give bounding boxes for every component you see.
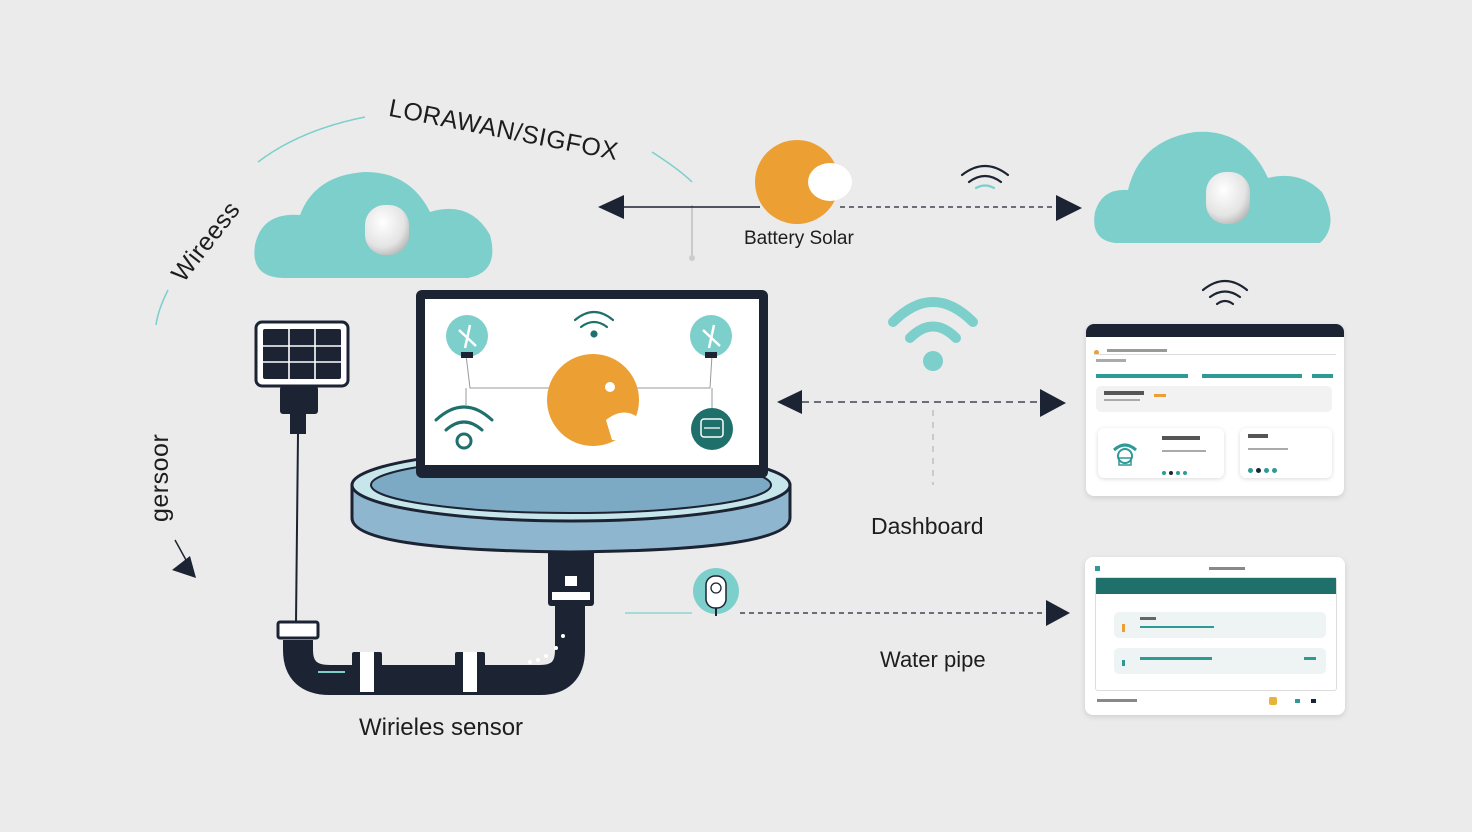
panel-bottom-row2 bbox=[1114, 648, 1326, 674]
bottom-arrow bbox=[625, 600, 1070, 626]
battery-tick-dot bbox=[689, 255, 695, 261]
screen-device-icon bbox=[691, 408, 733, 450]
battery-solar-icon bbox=[755, 140, 852, 224]
panel-top-card-right bbox=[1240, 428, 1332, 478]
battery-solar-label: Battery Solar bbox=[744, 228, 854, 249]
dashboard-panel-bottom bbox=[1085, 557, 1345, 715]
sensor-wire bbox=[295, 433, 299, 623]
panel-top-card-wide bbox=[1096, 386, 1332, 412]
panel-bottom-header bbox=[1096, 578, 1336, 594]
solar-panel-icon bbox=[254, 320, 350, 434]
panel-top-toolbar bbox=[1094, 342, 1334, 355]
water-pipe-icon bbox=[276, 552, 594, 695]
wifi-top-accent bbox=[974, 184, 996, 190]
laptop-screen-content bbox=[465, 354, 713, 410]
panel-top-card-left bbox=[1098, 428, 1224, 478]
screen-bulb-left-icon bbox=[446, 315, 488, 358]
panel-bottom-top-row bbox=[1095, 565, 1335, 573]
wireless-sensor-label: Wirieles sensor bbox=[359, 714, 524, 741]
wifi-top-icon bbox=[960, 164, 1010, 184]
sensor-label: gersoor bbox=[146, 433, 174, 522]
meter-sensor-icon bbox=[693, 568, 739, 616]
panel-bottom-frame bbox=[1095, 577, 1337, 691]
arc-arrow-icon bbox=[172, 539, 196, 578]
panel-bottom-row1 bbox=[1114, 612, 1326, 638]
cloud-right-icon bbox=[1094, 131, 1331, 243]
dashboard-label: Dashboard bbox=[871, 513, 984, 539]
wireless-arc bbox=[155, 116, 693, 326]
wifi-big-icon bbox=[888, 297, 978, 343]
dashboard-panel-top bbox=[1086, 324, 1344, 496]
screen-wifi-left-icon bbox=[434, 405, 494, 450]
panel-top-header bbox=[1086, 324, 1344, 337]
screen-bulb-right-icon bbox=[690, 315, 732, 358]
panel-top-progress bbox=[1096, 374, 1333, 378]
wifi-big-dot bbox=[923, 351, 943, 371]
water-pipe-label: Water pipe bbox=[880, 647, 986, 672]
wifi-right-icon bbox=[1201, 279, 1249, 306]
screen-wifi-top-icon bbox=[573, 310, 615, 338]
cloud-left-icon bbox=[254, 172, 493, 278]
middle-arrow bbox=[777, 389, 1066, 417]
top-arrow bbox=[598, 195, 1082, 221]
card-person-icon bbox=[1112, 443, 1138, 466]
screen-orange-gauge-icon bbox=[547, 354, 641, 446]
panel-bottom-footer bbox=[1097, 697, 1333, 705]
panel-top-rule bbox=[1094, 354, 1336, 355]
panel-top-sub bbox=[1096, 359, 1126, 362]
